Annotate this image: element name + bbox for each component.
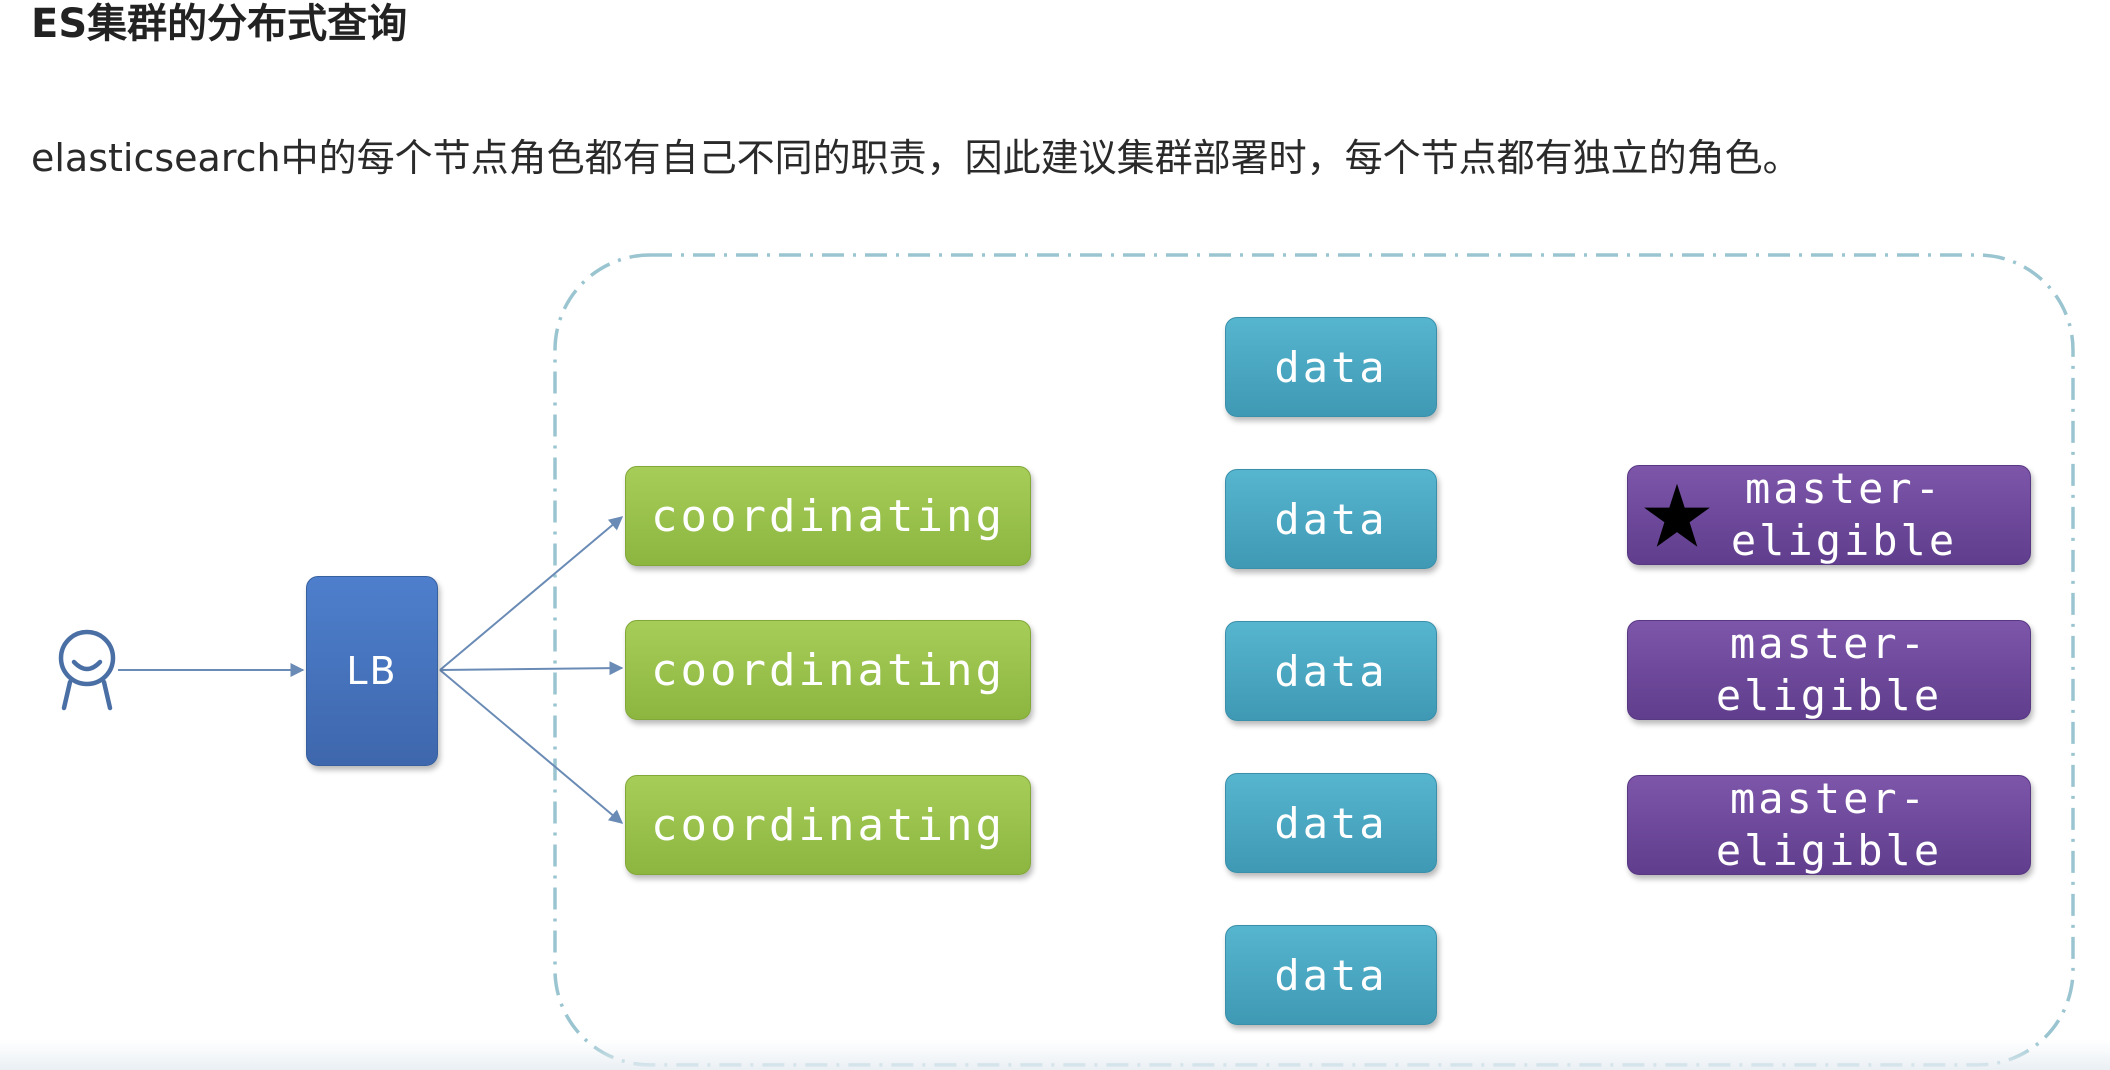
arrow-lb-to-coordinating-3 [439,669,624,824]
data-node: data [1225,469,1437,569]
coordinating-node: coordinating [625,775,1031,875]
data-node: data [1225,621,1437,721]
master-node-label-line1: master- [1729,619,1928,668]
page-title: ES集群的分布式查询 [31,1,408,47]
master-node-label-line2: eligible [1715,826,1943,875]
master-eligible-node: master- eligible [1627,619,2031,720]
arrow-lb-to-coordinating-1 [439,516,624,671]
master-node-label-line1: master- [1729,774,1928,823]
coordinating-node: coordinating [625,466,1031,566]
data-node: data [1225,773,1437,873]
data-node: data [1225,317,1437,417]
data-node: data [1225,925,1437,1025]
master-node-label-line2: eligible [1730,516,1958,565]
master-eligible-node: master- eligible [1627,774,2031,875]
cluster-boundary [553,253,2075,1067]
arrow-lb-to-coordinating-2 [439,661,624,676]
master-node-label-line1: master- [1744,464,1943,513]
load-balancer-node: LB [306,576,438,766]
coordinating-node: coordinating [625,620,1031,720]
master-node-label-line2: eligible [1715,671,1943,720]
user-icon [58,629,116,711]
page-description: elasticsearch中的每个节点角色都有自己不同的职责，因此建议集群部署时… [31,136,1801,180]
star-icon [1644,483,1710,547]
bottom-decoration [0,1040,2110,1070]
